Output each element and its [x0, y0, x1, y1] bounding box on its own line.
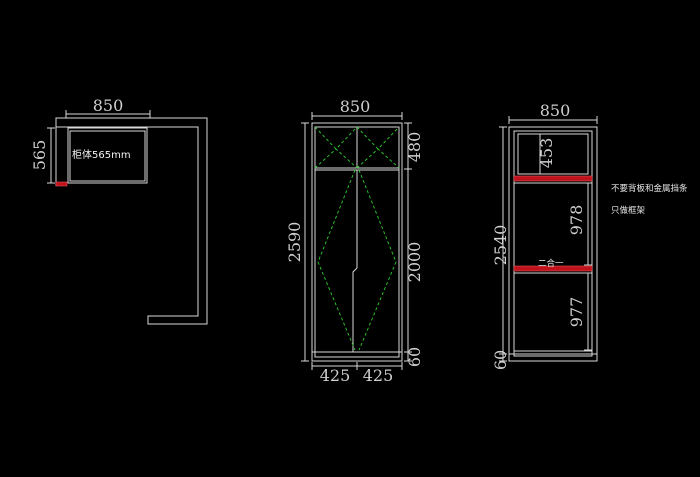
frame-inner [513, 130, 593, 357]
frame-note-line2: 只做框架 [611, 205, 646, 216]
plan-view: 850 565 柜体565mm [30, 96, 208, 325]
frame-note-line1: 不要背板和金属挡条 [611, 183, 688, 194]
doors-outer-frame [311, 122, 403, 362]
frame-mid-dim: 978 [567, 205, 586, 236]
frame-marker: 二合一 [538, 258, 564, 269]
doors-width-dim: 850 [340, 97, 371, 116]
frame-rail-middle [513, 265, 593, 272]
plan-depth-dim: 565 [30, 140, 49, 171]
frame-width-dim: 850 [540, 101, 571, 120]
doors-total-dim: 2590 [285, 222, 304, 263]
doors-door-dim: 2000 [405, 242, 424, 283]
plan-cabinet-box [67, 127, 148, 184]
frame-rail-upper [513, 175, 593, 182]
doors-top-dim: 480 [405, 132, 424, 163]
elevation-doors: 850 480 2000 60 2590 425 425 [285, 97, 424, 385]
frame-total-dim: 2540 [491, 225, 510, 266]
plan-cabinet-inner [69, 130, 146, 182]
doors-swing-lines [314, 126, 400, 351]
elevation-frame: 二合一 850 453 978 977 2540 60 不要背板和金属挡条 只做… [491, 101, 688, 370]
frame-top-box [517, 133, 589, 175]
frame-low-dim: 977 [567, 297, 586, 328]
plan-width-dim: 850 [93, 96, 124, 115]
plan-wall-mark [55, 181, 68, 187]
frame-outer [508, 126, 598, 362]
doors-left-door-dim: 425 [320, 366, 351, 385]
doors-base-dim: 60 [405, 347, 424, 367]
plan-cabinet-label: 柜体565mm [72, 148, 131, 161]
frame-base-dim: 60 [491, 350, 510, 370]
doors-right-door-dim: 425 [363, 366, 394, 385]
doors-center-step [352, 267, 358, 352]
frame-top-dim: 453 [537, 138, 556, 169]
plan-outline [55, 117, 208, 325]
